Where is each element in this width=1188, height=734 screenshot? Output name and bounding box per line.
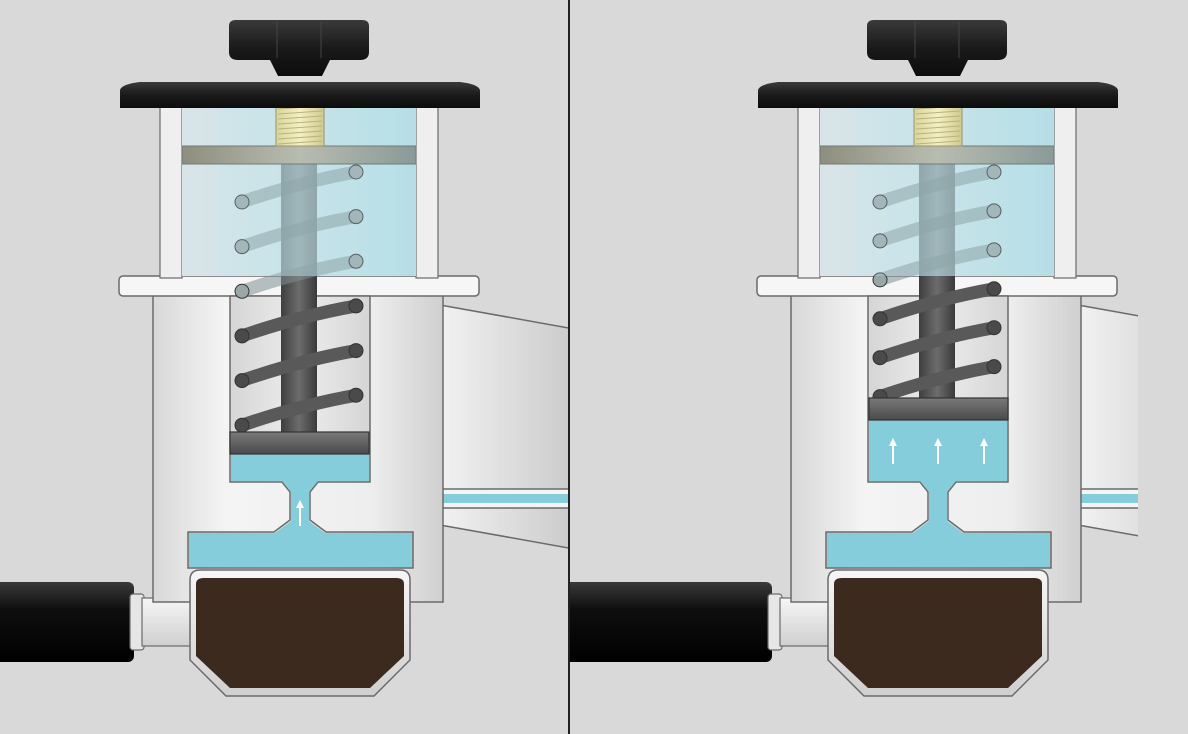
spring-end-left bbox=[234, 417, 250, 433]
spring-coil bbox=[235, 210, 363, 254]
spring-coil bbox=[235, 299, 363, 343]
spring-end-right bbox=[986, 164, 1002, 180]
spring-end-left bbox=[234, 283, 250, 299]
spring-end-left bbox=[872, 272, 888, 288]
spring-coil bbox=[873, 204, 1001, 248]
thread-line bbox=[915, 115, 961, 120]
spring-end-right bbox=[986, 359, 1002, 375]
column-right bbox=[415, 103, 439, 279]
knob-icon bbox=[229, 20, 369, 76]
spring-plate bbox=[819, 145, 1055, 165]
spring-plate bbox=[181, 145, 417, 165]
spring-end-left bbox=[872, 311, 888, 327]
top-cap bbox=[758, 82, 1118, 108]
spring-end-left bbox=[234, 328, 250, 344]
piston-head bbox=[868, 397, 1009, 421]
spring-coil bbox=[873, 243, 1001, 287]
spring-end-left bbox=[872, 233, 888, 249]
arrow-up-head bbox=[980, 438, 988, 446]
portafilter-handle bbox=[0, 582, 134, 662]
thread-line bbox=[277, 115, 323, 120]
arrow-up-head bbox=[934, 438, 942, 446]
panel-piston-down bbox=[0, 20, 570, 697]
spring-coil bbox=[235, 388, 363, 432]
thread-line bbox=[915, 125, 961, 130]
spring-coil bbox=[235, 344, 363, 388]
column-left bbox=[797, 103, 821, 279]
spring-end-right bbox=[348, 343, 364, 359]
thread-line bbox=[915, 135, 961, 140]
thread-line bbox=[277, 130, 323, 135]
thread-line bbox=[277, 120, 323, 125]
portafilter-handle bbox=[568, 582, 772, 662]
thread-line bbox=[915, 120, 961, 125]
thread-line bbox=[277, 135, 323, 140]
spring-coil bbox=[235, 165, 363, 209]
threaded-shaft bbox=[913, 103, 963, 147]
panel-piston-raised bbox=[568, 20, 1138, 697]
spring-end-right bbox=[348, 164, 364, 180]
thread-line bbox=[915, 110, 961, 115]
handle-neck bbox=[141, 597, 195, 647]
rod-glass-overlay bbox=[281, 150, 317, 276]
spring-end-right bbox=[348, 298, 364, 314]
spring-end-right bbox=[348, 253, 364, 269]
arrow-up-head bbox=[889, 438, 897, 446]
spring-end-right bbox=[986, 281, 1002, 297]
panel-content bbox=[0, 20, 570, 697]
threaded-shaft bbox=[275, 103, 325, 147]
handle-neck bbox=[779, 597, 833, 647]
spring-end-left bbox=[872, 350, 888, 366]
spring-end-right bbox=[348, 209, 364, 225]
top-cap bbox=[120, 82, 480, 108]
spring-end-right bbox=[986, 320, 1002, 336]
spring-end-right bbox=[986, 203, 1002, 219]
coffee-puck bbox=[196, 578, 404, 688]
coffee-puck bbox=[834, 578, 1042, 688]
thread-line bbox=[277, 110, 323, 115]
panel-content bbox=[568, 20, 1138, 697]
brew-water bbox=[827, 419, 1050, 567]
spring-end-right bbox=[986, 242, 1002, 258]
column-left bbox=[159, 103, 183, 279]
spring-end-left bbox=[872, 194, 888, 210]
spring-end-right bbox=[348, 387, 364, 403]
piston-head bbox=[229, 431, 370, 455]
spring-coil bbox=[873, 282, 1001, 326]
spring-coil bbox=[873, 165, 1001, 209]
thread-line bbox=[277, 125, 323, 130]
boiler-arm bbox=[439, 304, 570, 549]
spring-end-left bbox=[234, 373, 250, 389]
spring-coil bbox=[235, 254, 363, 298]
chamber-shade bbox=[820, 104, 856, 276]
thread-line bbox=[915, 130, 961, 135]
spring-coil bbox=[873, 360, 1001, 404]
arrow-up-head bbox=[296, 500, 304, 508]
spring-end-left bbox=[234, 239, 250, 255]
chamber-shade bbox=[182, 104, 218, 276]
knob-icon bbox=[867, 20, 1007, 76]
thread-line bbox=[915, 140, 961, 145]
column-right bbox=[1053, 103, 1077, 279]
spring-end-left bbox=[234, 194, 250, 210]
thread-line bbox=[277, 140, 323, 145]
spring-coil bbox=[873, 321, 1001, 365]
